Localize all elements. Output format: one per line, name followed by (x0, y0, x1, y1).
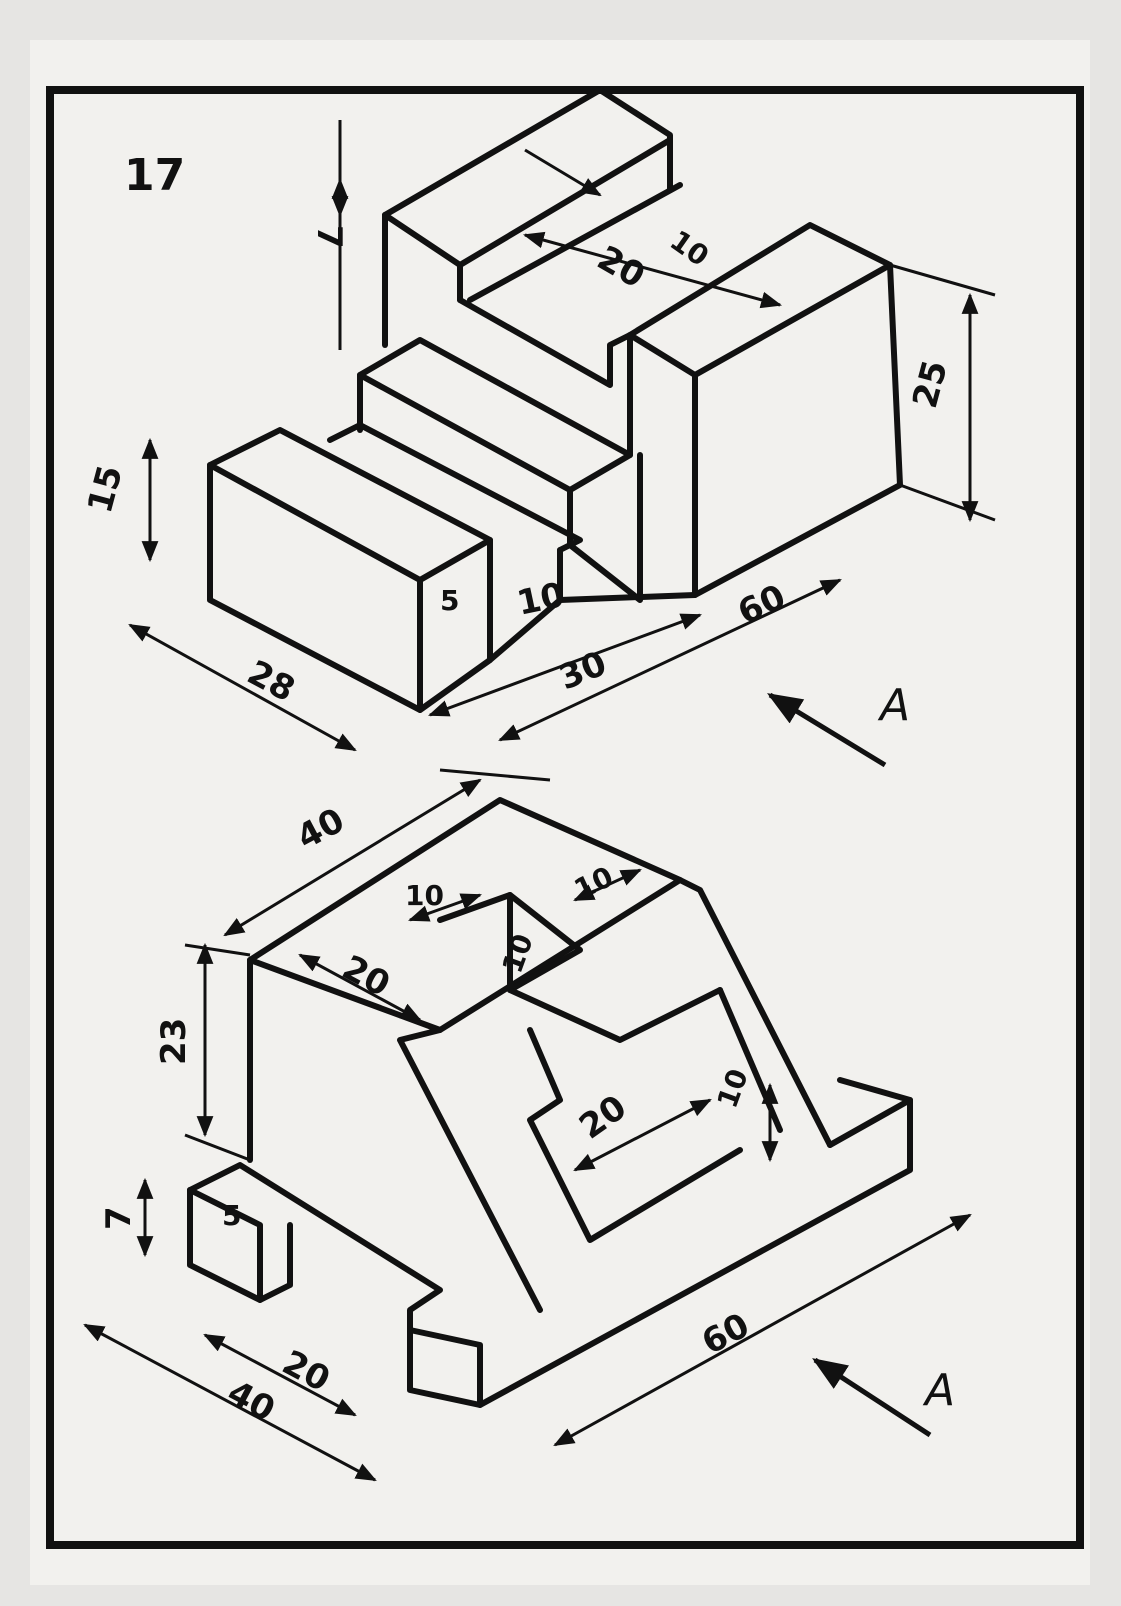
bottom-base-top (187, 1097, 913, 1408)
drawing-frame (46, 86, 1084, 1549)
top-middle-block-top (357, 337, 633, 493)
paper (30, 40, 1090, 1585)
dim-ext-23-bot (184, 1133, 251, 1162)
dim-text-5-top: 5 (440, 584, 459, 617)
bottom-dimension-lines (83, 778, 972, 1482)
exercise-number: 17 (124, 150, 186, 201)
top-middle-front (567, 452, 643, 603)
top-rear-mid-edge (457, 137, 673, 268)
dim-ext-25-top (889, 263, 996, 297)
bottom-inner-slot (507, 892, 723, 1043)
dim-ext-bridge (439, 768, 551, 782)
view-label-bottom: A (922, 1365, 955, 1416)
dim-line-28 (128, 623, 357, 752)
dim-text-10-a: 10 (405, 879, 444, 912)
dim-line-10-a (408, 893, 482, 922)
view-label-top: A (877, 680, 910, 731)
dim-line-10-b (573, 868, 642, 902)
top-right-block-face (692, 262, 903, 598)
bottom-right-slope (677, 877, 833, 1148)
bottom-base-front (407, 1327, 483, 1408)
dim-text-h7-b: 7 (99, 1206, 139, 1230)
dim-ext-23-top (184, 943, 251, 957)
dim-text-h23: 23 (154, 1018, 194, 1065)
bottom-step-cut (527, 1027, 743, 1243)
dim-ext-25-bot (899, 483, 996, 522)
bottom-rear-lip (827, 1077, 913, 1148)
dim-line-40-top (223, 778, 482, 937)
top-dimension-lines (128, 120, 996, 782)
top-part (207, 87, 903, 713)
top-step-groove (457, 297, 633, 388)
top-middle-step (327, 422, 583, 553)
dim-line-60 (498, 578, 842, 742)
dim-text-5-b: 5 (222, 1199, 241, 1232)
dim-text-10-slot: 10 (514, 575, 569, 624)
view-arrow-top (767, 692, 887, 768)
top-front-block-top (207, 427, 493, 583)
dim-line-20-base (203, 1333, 357, 1417)
dim-line-10-top (524, 148, 602, 197)
bottom-front-slope (397, 1027, 543, 1313)
view-arrow-bottom (812, 1357, 932, 1438)
dim-text-h7: 7 (309, 225, 349, 249)
top-rear-block-top (382, 87, 673, 218)
bottom-left-lug-face (187, 1187, 263, 1303)
dim-line-60-base (553, 1213, 972, 1447)
dim-line-20-top (522, 231, 783, 309)
dim-line-20-b (573, 1098, 712, 1172)
dim-line-20-a (298, 953, 422, 1022)
